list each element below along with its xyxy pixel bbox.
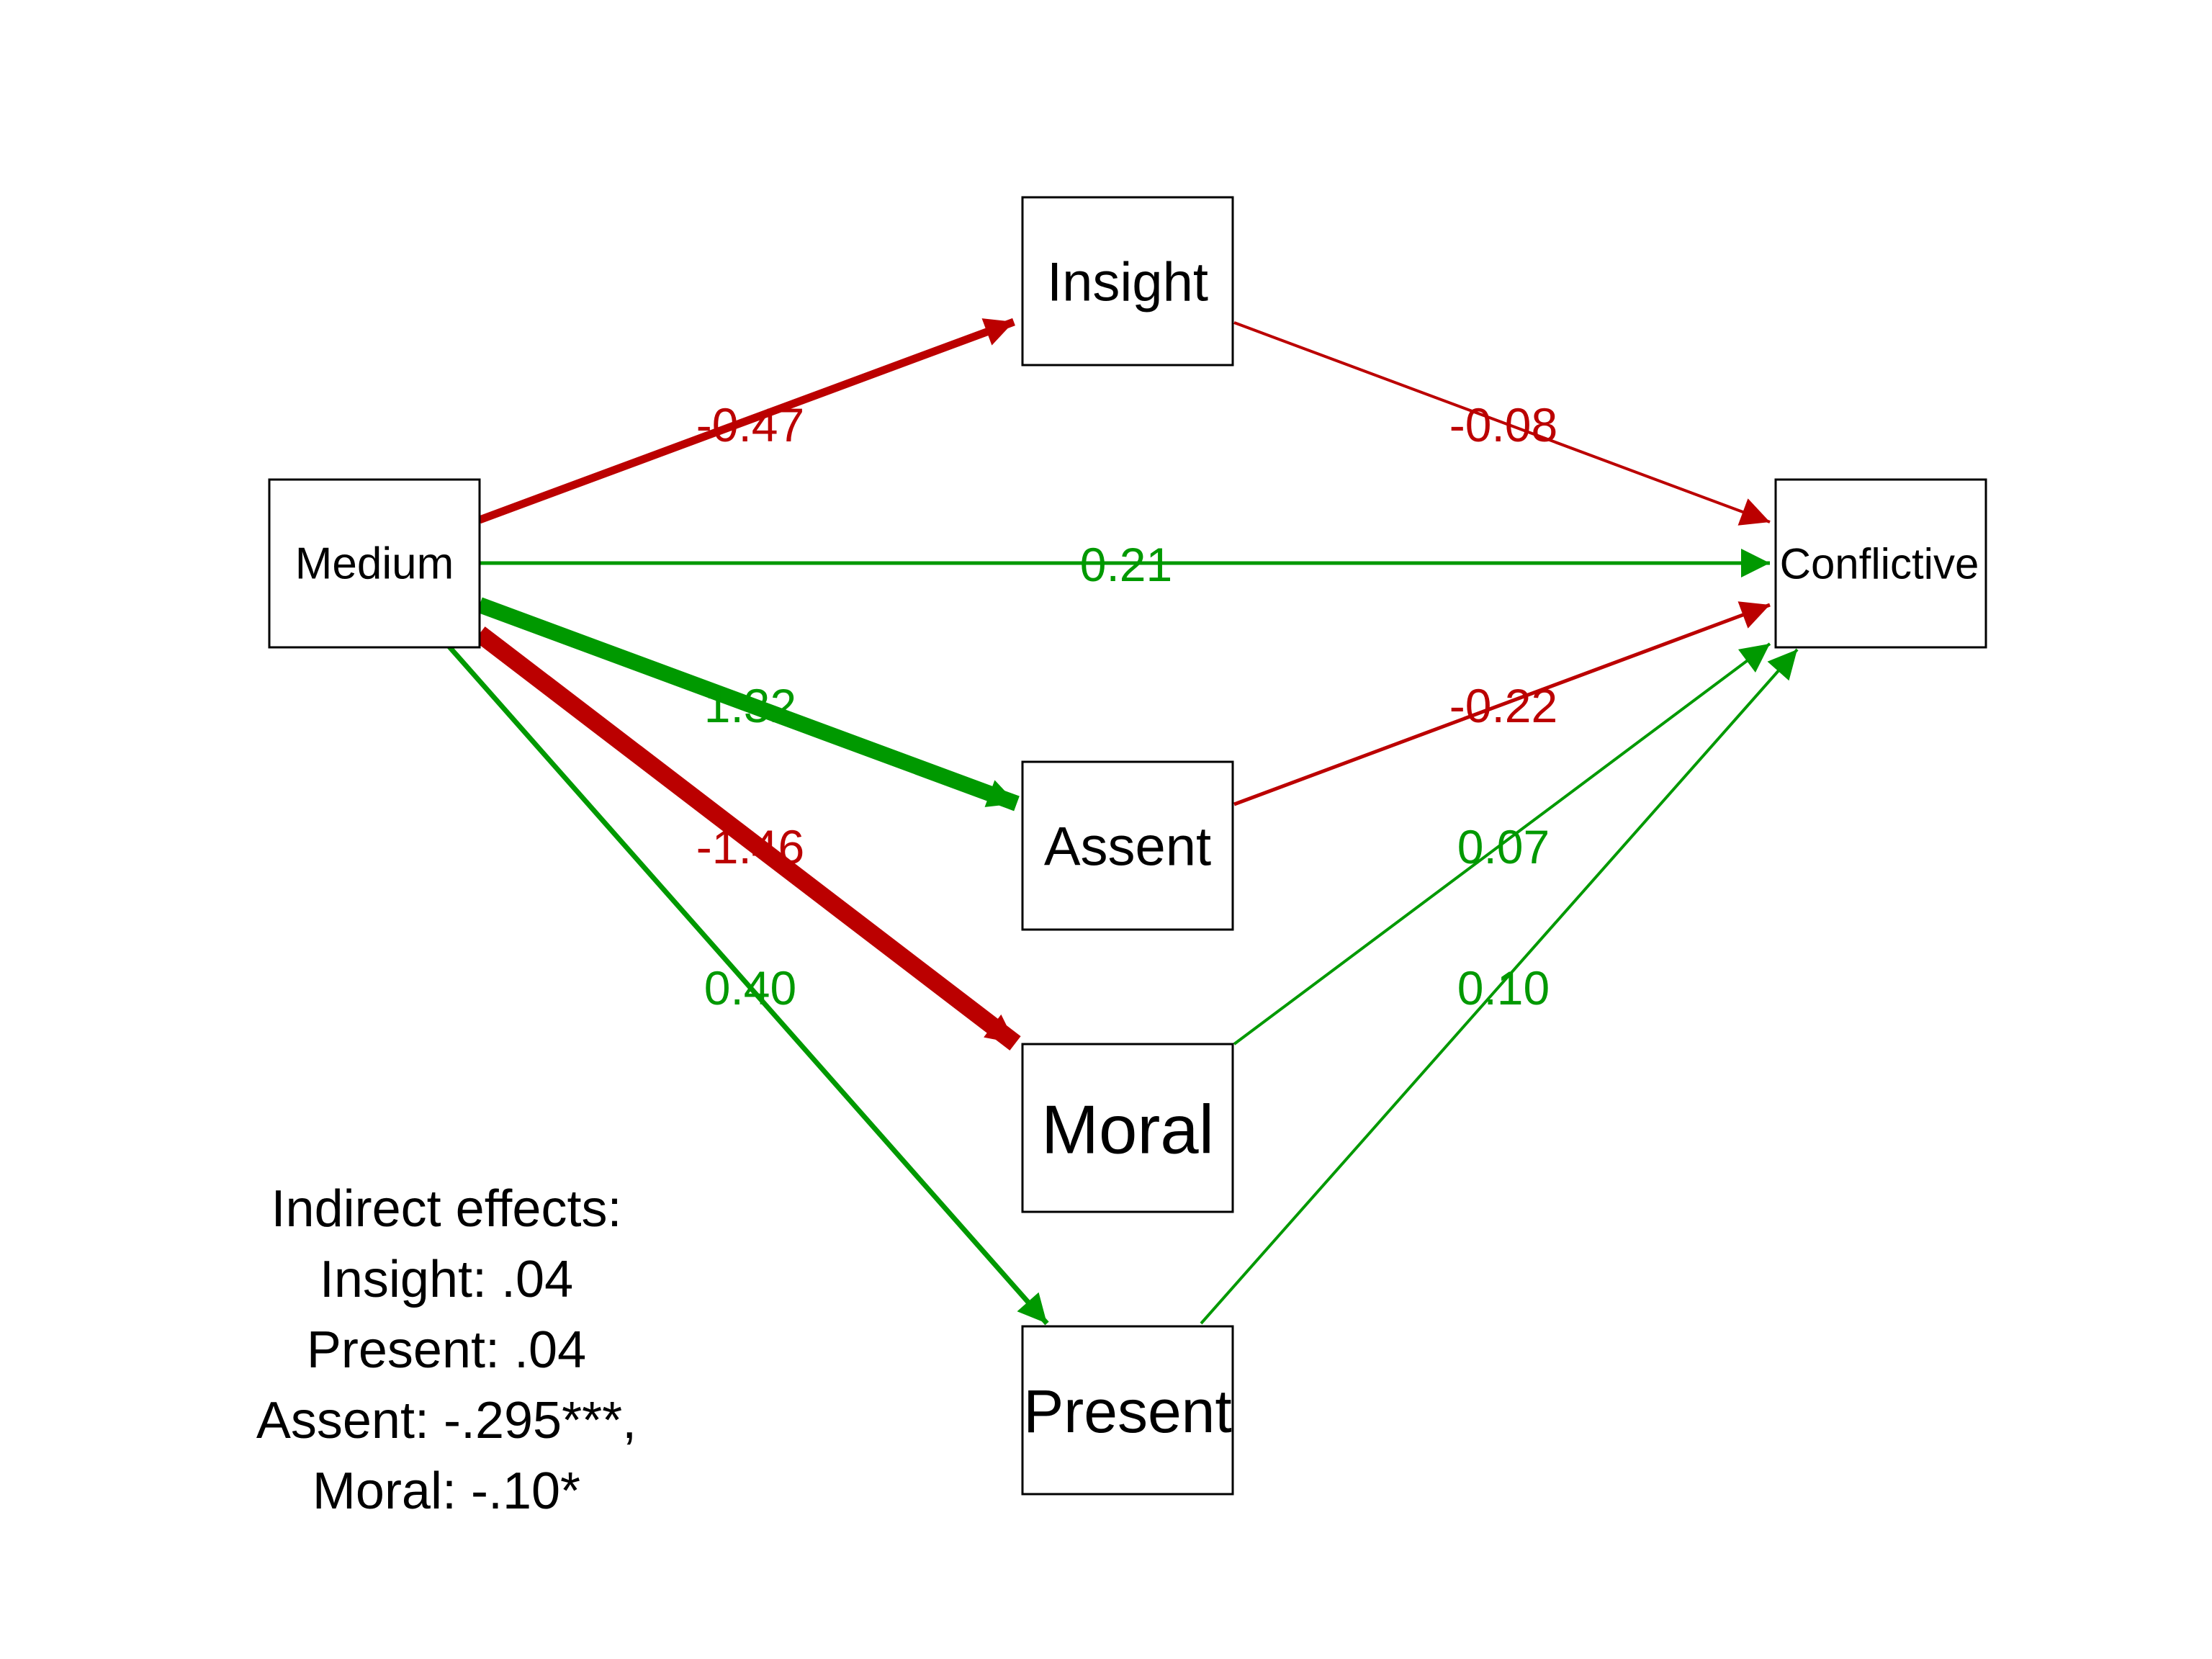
node-insight: Insight <box>1021 196 1234 367</box>
edge-label-moral-conflictive: 0.07 <box>1457 820 1550 873</box>
node-assent: Assent <box>1021 760 1234 931</box>
edge-moral-conflictive <box>1233 642 1771 1046</box>
node-conflictive-box <box>1774 478 1987 649</box>
indirect-effects-title: Indirect effects: <box>271 1180 622 1238</box>
node-medium-label: Medium <box>295 539 454 589</box>
node-medium: Medium <box>268 478 481 649</box>
indirect-effect-line: Present: .04 <box>306 1321 587 1379</box>
edge-label-medium-present: 0.40 <box>704 961 796 1015</box>
node-moral-box <box>1021 1043 1234 1213</box>
edge-insight-conflictive <box>1233 321 1771 526</box>
edge-medium-insight <box>478 318 1015 524</box>
indirect-effect-line: Insight: .04 <box>319 1251 574 1308</box>
node-moral-label: Moral <box>1041 1092 1214 1169</box>
edges <box>446 318 1799 1326</box>
node-assent-box <box>1021 760 1234 931</box>
edge-label-medium-assent: 1.32 <box>704 679 796 732</box>
edge-medium-present <box>446 643 1049 1326</box>
edge-labels: -0.47 0.21 1.32 -1.46 0.40 -0.08 -0.22 0… <box>696 398 1557 1015</box>
edge-label-medium-moral: -1.46 <box>696 820 804 873</box>
edge-label-assent-conflictive: -0.22 <box>1449 679 1557 732</box>
node-present-label: Present <box>1023 1377 1232 1445</box>
node-insight-label: Insight <box>1047 252 1208 313</box>
indirect-effect-line: Moral: -.10* <box>312 1462 581 1520</box>
node-conflictive-label: Conflictive <box>1780 540 1979 588</box>
edge-label-present-conflictive: 0.10 <box>1457 961 1550 1015</box>
indirect-effect-line: Assent: -.295***, <box>256 1392 637 1449</box>
node-insight-box <box>1021 196 1234 367</box>
indirect-effects-note: Indirect effects: Insight: .04 Present: … <box>173 1174 720 1527</box>
nodes: Medium Insight Assent Moral Present Conf… <box>268 196 1987 1496</box>
edge-label-medium-conflictive: 0.21 <box>1080 538 1172 591</box>
edge-medium-moral <box>474 626 1021 1051</box>
edge-medium-assent <box>477 597 1020 811</box>
node-medium-box <box>268 478 481 649</box>
edge-assent-conflictive <box>1233 601 1771 806</box>
node-assent-label: Assent <box>1044 817 1211 878</box>
node-moral: Moral <box>1021 1043 1234 1213</box>
node-conflictive: Conflictive <box>1774 478 1987 649</box>
node-present: Present <box>1021 1325 1234 1496</box>
edge-present-conflictive <box>1200 648 1799 1325</box>
node-present-box <box>1021 1325 1234 1496</box>
edge-label-medium-insight: -0.47 <box>696 398 804 451</box>
edge-label-insight-conflictive: -0.08 <box>1449 398 1557 451</box>
